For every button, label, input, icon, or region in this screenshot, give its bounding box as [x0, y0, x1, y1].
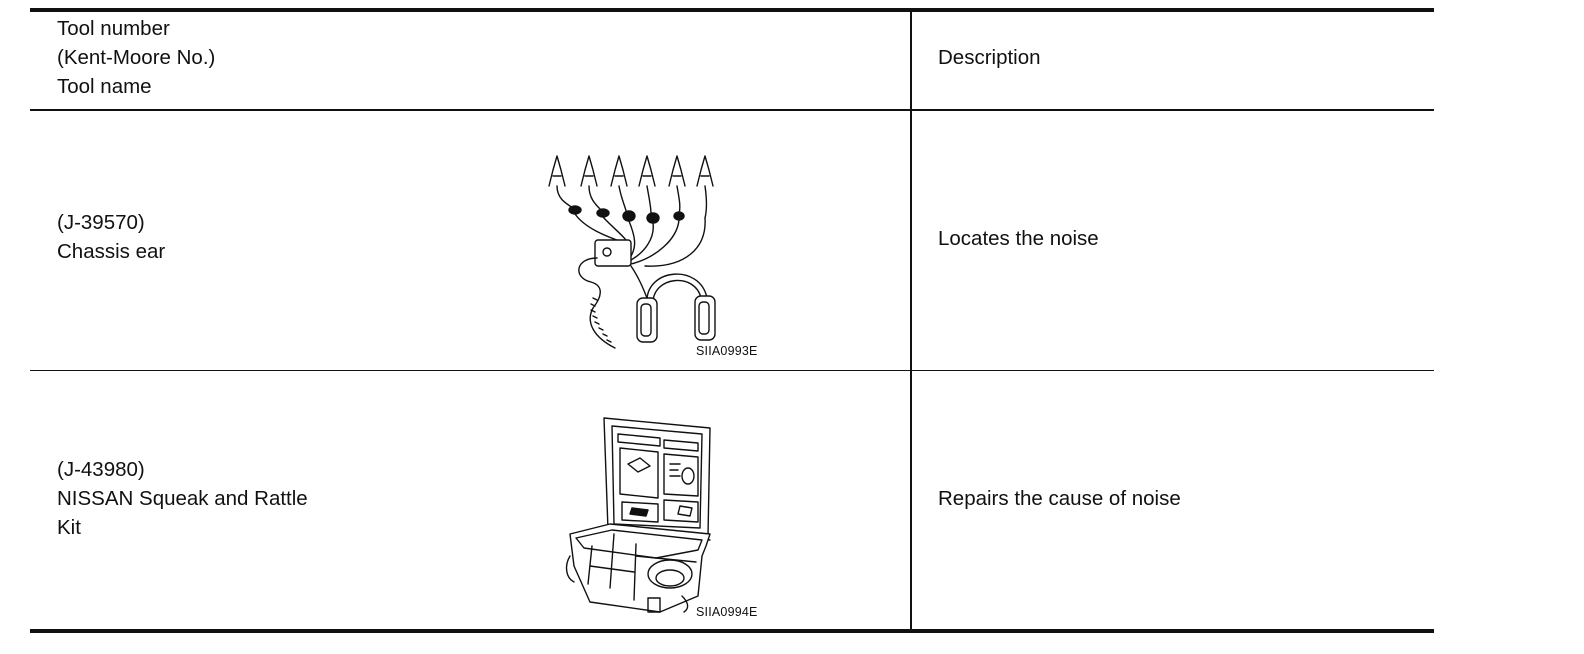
- header-tool-column: Tool number (Kent-Moore No.) Tool name: [57, 14, 215, 101]
- table-top-rule: [30, 8, 1434, 12]
- row2-tool-cell: (J-43980) NISSAN Squeak and Rattle Kit: [57, 455, 308, 542]
- image-code: SIIA0993E: [696, 344, 758, 358]
- description: Repairs the cause of noise: [938, 487, 1181, 510]
- table-bottom-rule: [30, 629, 1434, 633]
- column-divider: [910, 8, 912, 632]
- header-line: (Kent-Moore No.): [57, 46, 216, 69]
- tool-name-line: NISSAN Squeak and Rattle: [57, 487, 308, 510]
- description: Locates the noise: [938, 227, 1099, 250]
- image-code: SIIA0994E: [696, 605, 758, 619]
- tool-number: (J-43980): [57, 458, 145, 481]
- tool-number: (J-39570): [57, 211, 145, 234]
- tool-case-kit-icon: [530, 406, 740, 616]
- special-tools-table: Tool number (Kent-Moore No.) Tool name D…: [30, 8, 1434, 633]
- header-bottom-rule: [30, 109, 1434, 111]
- tool-name-line: Kit: [57, 516, 81, 539]
- header-description: Description: [938, 46, 1041, 69]
- header-line: Tool number: [57, 17, 170, 40]
- tool-name-line: Chassis ear: [57, 240, 166, 263]
- clip: [548, 155, 714, 187]
- chassis-ear-headphones-icon: [535, 148, 745, 353]
- header-line: Tool name: [57, 75, 152, 98]
- row1-tool-cell: (J-39570) Chassis ear: [57, 208, 165, 266]
- row-divider: [30, 370, 1434, 371]
